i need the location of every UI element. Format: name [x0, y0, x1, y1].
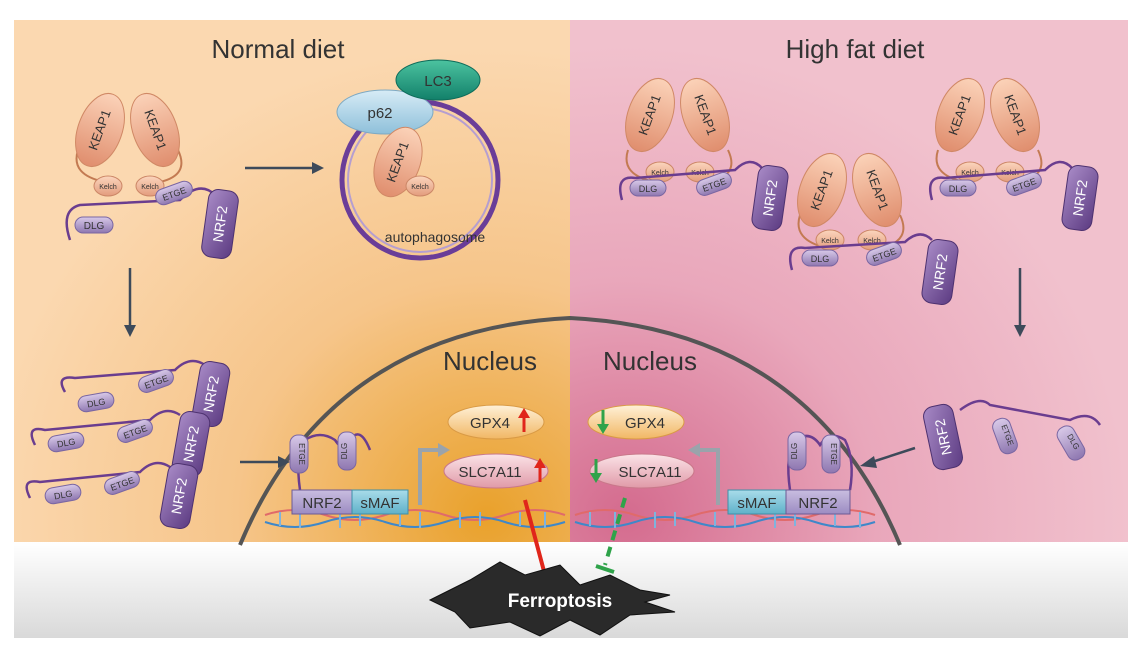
dlg-label: DLG [340, 443, 349, 459]
slc7a11-label: SLC7A11 [618, 464, 681, 481]
dlg-label: DLG [53, 488, 73, 501]
gpx4-label: GPX4 [470, 415, 510, 432]
gene-slc7a11-up: SLC7A11 [443, 453, 549, 489]
nrf2-label: NRF2 [302, 495, 341, 512]
ferroptosis-label: Ferroptosis [508, 591, 613, 612]
transcription-arrow-left [418, 443, 450, 505]
p62-protein [336, 89, 434, 135]
kelch-label: Kelch [141, 184, 159, 191]
nrf2-label: NRF2 [210, 205, 231, 244]
keap1-nrf2-complex-hfd-2: KEAP1 KEAP1 Kelch Kelch DLG ETGE NRF2 [788, 153, 959, 305]
nrf2-label: NRF2 [930, 253, 951, 292]
transcription-arrow-right [688, 443, 720, 505]
nrf2-label: NRF2 [798, 495, 837, 512]
free-nrf2-1: DLG ETGE NRF2 [60, 359, 231, 428]
nrf2-label: NRF2 [180, 424, 202, 463]
nrf2-label: NRF2 [200, 374, 222, 413]
free-nrf2-hfd: NRF2 ETGE DLG [923, 399, 1102, 471]
arrow-to-autophagosome [245, 162, 324, 174]
gpx4-label: GPX4 [625, 415, 665, 432]
slc7a11-label: SLC7A11 [458, 464, 521, 481]
dlg-label: DLG [790, 443, 799, 459]
nrf2-box [291, 489, 353, 515]
nrf2-protein [201, 189, 239, 259]
dlg-label: DLG [56, 436, 76, 449]
lc3-protein [395, 59, 481, 101]
gene-slc7a11-down: SLC7A11 [589, 453, 695, 489]
nrf2-label: NRF2 [1070, 179, 1091, 218]
dlg-label: DLG [86, 396, 106, 409]
kelch-label: Kelch [99, 184, 117, 191]
autophagosome: p62 LC3 KEAP1 Kelch autophagosome [336, 59, 501, 261]
smaf-label: sMAF [737, 495, 776, 512]
up-arrow-icon [518, 408, 530, 418]
lc3-label: LC3 [424, 73, 452, 90]
kelch-label: Kelch [821, 238, 839, 245]
arrow-into-nucleus-hfd [860, 446, 916, 468]
free-nrf2-stack: DLG ETGE NRF2 DLG ETGE NRF2 DLG ETGE NRF… [25, 359, 231, 530]
kelch-label: Kelch [411, 184, 429, 191]
etge-label: ETGE [829, 443, 838, 465]
high-fat-diet-title: High fat diet [786, 34, 926, 64]
inhibition-line-weak [595, 497, 627, 574]
down-arrow-icon [590, 473, 602, 483]
nucleus-left-label: Nucleus [443, 346, 537, 376]
autophagosome-label: autophagosome [385, 229, 486, 245]
dlg-label: DLG [84, 221, 105, 232]
gene-gpx4-down: GPX4 [587, 404, 685, 440]
nrf2-label: NRF2 [931, 417, 954, 456]
nrf2-label: NRF2 [760, 179, 781, 218]
nucleus-right-label: Nucleus [603, 346, 697, 376]
normal-diet-title: Normal diet [212, 34, 346, 64]
gene-gpx4-up: GPX4 [447, 404, 545, 440]
smaf-box [351, 489, 409, 515]
nucleus-membrane [238, 315, 902, 546]
kelch-label: Kelch [863, 238, 881, 245]
nrf2-domains-nucleus-left: ETGE DLG NRF2 sMAF [289, 431, 409, 515]
smaf-label: sMAF [360, 495, 399, 512]
ferroptosis-burst: Ferroptosis [428, 561, 676, 637]
keap1-nrf2-complex-normal: KEAP1 KEAP1 Kelch Kelch DLG ETGE NRF2 [65, 93, 239, 259]
nrf2-label: NRF2 [168, 476, 190, 515]
keap1-nrf2-complex-hfd-3: KEAP1 KEAP1 Kelch Kelch DLG ETGE NRF2 [928, 78, 1099, 231]
keap1-protein [75, 93, 125, 167]
free-nrf2-2: DLG ETGE NRF2 [30, 409, 211, 478]
etge-label: ETGE [297, 443, 306, 465]
down-arrow-icon [597, 424, 609, 434]
p62-label: p62 [367, 105, 392, 122]
kelch-label: Kelch [961, 170, 979, 177]
arrow-into-nucleus-normal [240, 456, 290, 468]
dlg-label: DLG [949, 184, 968, 194]
dlg-label: DLG [639, 184, 658, 194]
nrf2-domains-nucleus-right: DLG ETGE sMAF NRF2 [727, 431, 853, 515]
nrf2-box [785, 489, 851, 515]
keap1-protein [130, 93, 180, 167]
keap1-nrf2-complex-hfd-1: KEAP1 KEAP1 Kelch Kelch DLG ETGE NRF2 [618, 78, 789, 231]
dlg-label: DLG [811, 254, 830, 264]
free-nrf2-3: DLG ETGE NRF2 [25, 461, 199, 530]
arrow-down-normal [124, 268, 136, 337]
arrow-down-hfd [1014, 268, 1026, 337]
up-arrow-icon [534, 458, 546, 468]
kelch-label: Kelch [651, 170, 669, 177]
